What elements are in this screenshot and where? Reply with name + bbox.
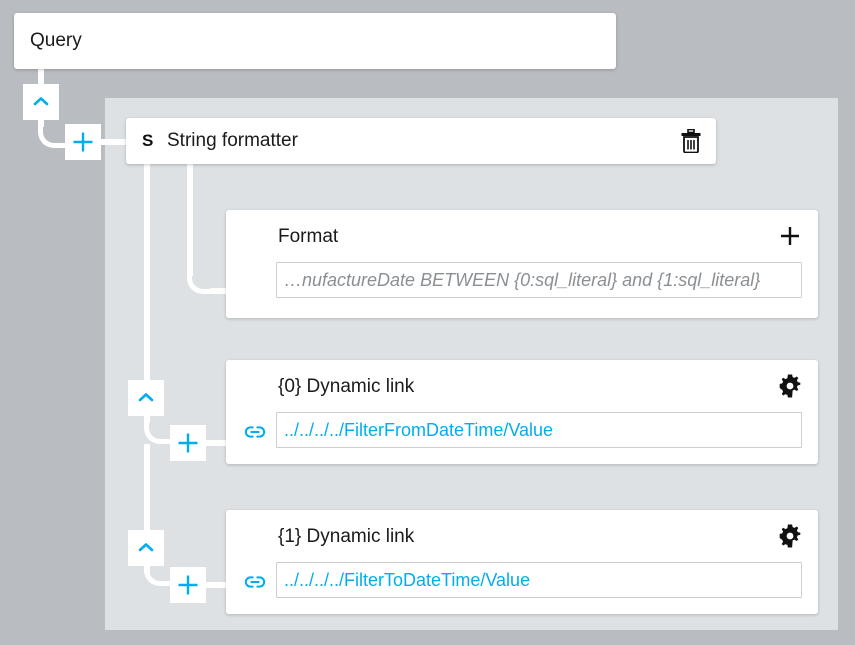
connector-format-branch-elbow	[187, 270, 215, 294]
chevron-up-icon-button-top[interactable]	[23, 84, 59, 120]
chevron-up-icon	[138, 393, 154, 402]
trash-icon[interactable]	[680, 128, 702, 154]
chevron-up-icon-button-dl1[interactable]	[128, 530, 164, 566]
string-formatter-title: String formatter	[167, 130, 298, 151]
string-formatter-node-card[interactable]: S String formatter	[126, 118, 716, 164]
connector-format-branch-vertical	[187, 163, 193, 276]
dynamic-link-0-card[interactable]: {0} Dynamic link ../../../../FilterFromD…	[226, 360, 818, 464]
plus-icon	[73, 132, 93, 152]
plus-icon[interactable]	[778, 224, 802, 248]
chain-link-icon[interactable]	[244, 571, 266, 593]
chain-link-icon[interactable]	[244, 421, 266, 443]
gear-icon[interactable]	[778, 524, 802, 548]
connector-plus-dl1-to-card	[205, 582, 235, 588]
dynamic-link-0-label: {0} Dynamic link	[278, 376, 415, 397]
chevron-up-icon	[138, 543, 154, 552]
connector-elbow-to-plus	[38, 122, 70, 148]
format-label: Format	[278, 226, 339, 247]
dynamic-link-0-input[interactable]: ../../../../FilterFromDateTime/Value	[276, 412, 802, 448]
connector-trunk-vertical	[144, 163, 150, 400]
plus-icon-button-dl0[interactable]	[170, 425, 206, 461]
chevron-up-icon	[33, 97, 49, 106]
connector-plus-to-string-formatter	[100, 139, 130, 145]
dynamic-link-1-value: ../../../../FilterToDateTime/Value	[284, 570, 531, 590]
plus-icon-button-string-formatter[interactable]	[65, 124, 101, 160]
string-formatter-badge: S	[142, 131, 154, 150]
connector-elbow-dl1	[144, 561, 176, 586]
connector-format-branch-horizontal	[210, 288, 234, 294]
dynamic-link-1-label: {1} Dynamic link	[278, 526, 415, 547]
connector-query-to-chevron	[38, 64, 44, 86]
format-input[interactable]: …nufactureDate BETWEEN {0:sql_literal} a…	[276, 262, 802, 298]
plus-icon	[178, 433, 198, 453]
format-property-card[interactable]: Format …nufactureDate BETWEEN {0:sql_lit…	[226, 210, 818, 318]
dynamic-link-0-value: ../../../../FilterFromDateTime/Value	[284, 420, 554, 440]
chevron-up-icon-button-dl0[interactable]	[128, 380, 164, 416]
format-input-value: …nufactureDate BETWEEN {0:sql_literal} a…	[284, 270, 761, 290]
dynamic-link-1-input[interactable]: ../../../../FilterToDateTime/Value	[276, 562, 802, 598]
dynamic-link-1-card[interactable]: {1} Dynamic link ../../../../FilterToDat…	[226, 510, 818, 614]
connector-plus-dl0-to-card	[205, 440, 235, 446]
connector-trunk-vertical-lower	[144, 444, 150, 532]
gear-icon[interactable]	[778, 374, 802, 398]
connector-elbow-dl0	[144, 419, 176, 444]
plus-icon-button-dl1[interactable]	[170, 567, 206, 603]
query-node-title: Query	[30, 30, 82, 51]
query-node-card[interactable]: Query	[14, 13, 616, 69]
plus-icon	[178, 575, 198, 595]
